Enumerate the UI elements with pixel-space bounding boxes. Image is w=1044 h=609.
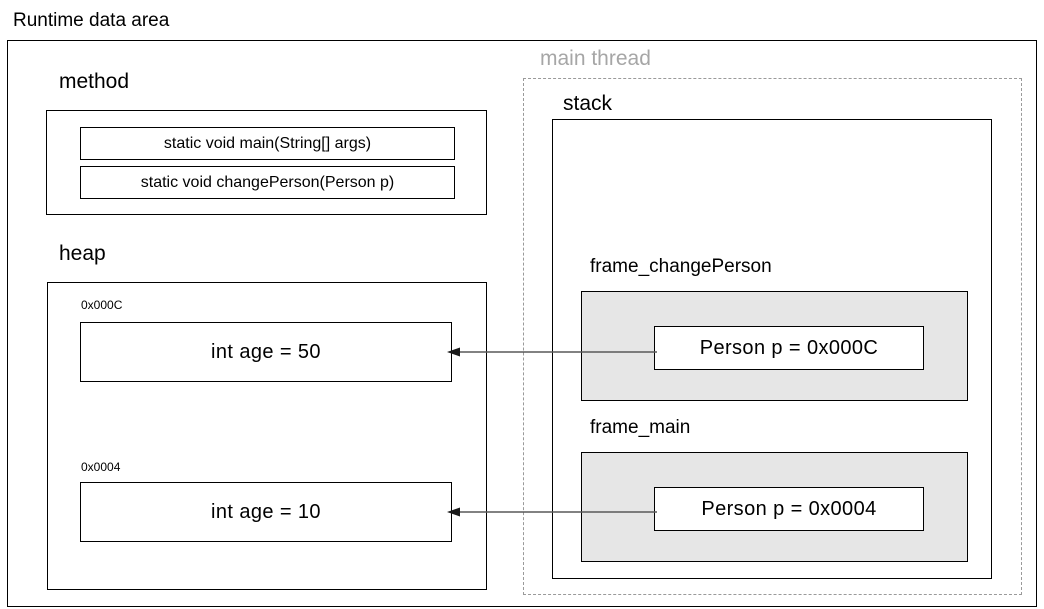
- heap-object-address: 0x000C: [81, 298, 123, 312]
- method-area-box: static void main(String[] args) static v…: [46, 110, 487, 215]
- heap-area-box: 0x000C int age = 50 0x0004 int age = 10: [47, 282, 487, 590]
- method-section-label: method: [59, 70, 130, 93]
- method-entry-row[interactable]: static void changePerson(Person p): [80, 166, 455, 199]
- frame-variable-value: Person p = 0x000C: [699, 336, 879, 359]
- heap-object-box[interactable]: int age = 50: [80, 322, 452, 382]
- main-thread-label: main thread: [540, 47, 651, 70]
- main-thread-container: [523, 78, 1022, 595]
- frame-label: frame_changePerson: [590, 256, 772, 277]
- heap-object-box[interactable]: int age = 10: [80, 482, 452, 542]
- heap-object-content: int age = 10: [211, 500, 321, 523]
- heap-object-address: 0x0004: [81, 460, 121, 474]
- stack-section-label: stack: [563, 92, 613, 115]
- runtime-data-area-container: [7, 40, 1037, 607]
- method-entry-signature: static void changePerson(Person p): [140, 173, 395, 191]
- stack-area-box: frame_changePerson Person p = 0x000C fra…: [552, 119, 992, 579]
- heap-object-content: int age = 50: [211, 340, 321, 363]
- frame-variable-box[interactable]: Person p = 0x000C: [654, 326, 924, 370]
- method-entry-row[interactable]: static void main(String[] args): [80, 127, 455, 160]
- frame-variable-value: Person p = 0x0004: [701, 497, 877, 520]
- frame-variable-box[interactable]: Person p = 0x0004: [654, 487, 924, 531]
- method-entry-signature: static void main(String[] args): [163, 134, 372, 152]
- heap-section-label: heap: [59, 242, 106, 265]
- stack-frame-box[interactable]: Person p = 0x000C: [581, 291, 968, 401]
- stack-frame-box[interactable]: Person p = 0x0004: [581, 452, 968, 562]
- frame-label: frame_main: [590, 417, 691, 438]
- page-title: Runtime data area: [13, 10, 170, 31]
